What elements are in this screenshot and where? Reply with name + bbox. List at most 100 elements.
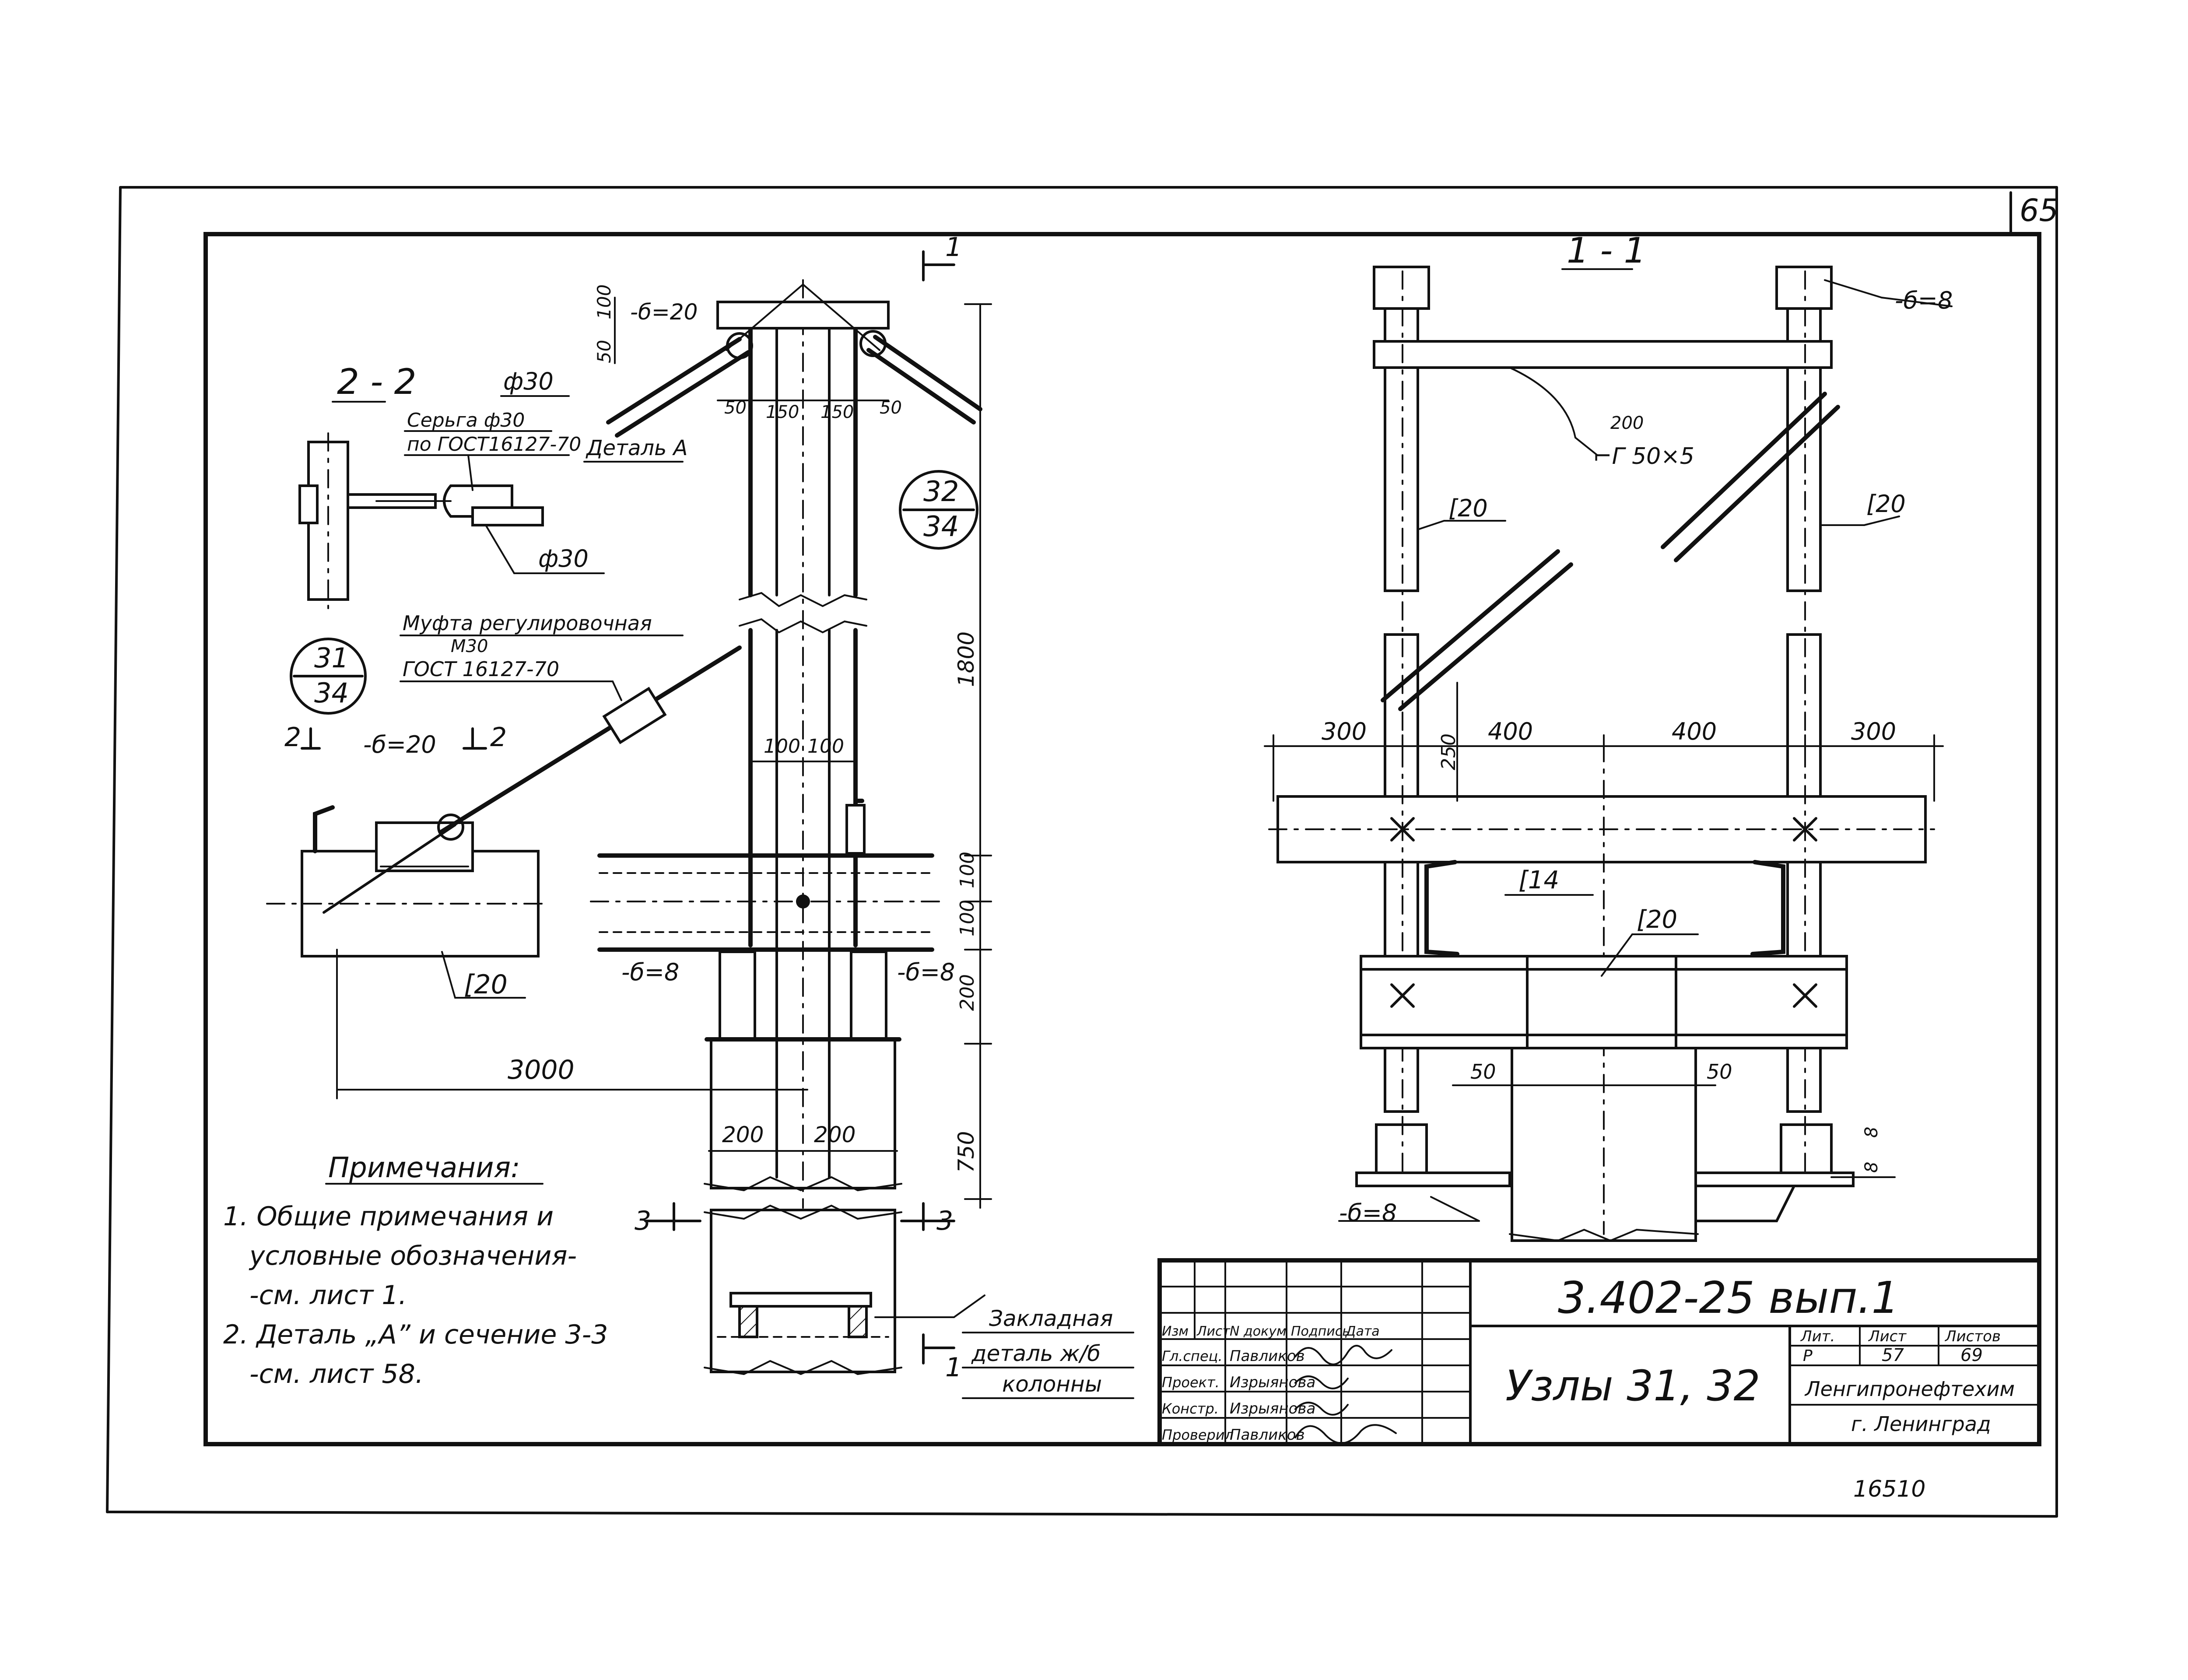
- stage-value: Р: [1803, 1347, 1813, 1365]
- role-1: Гл.спец.: [1162, 1348, 1223, 1364]
- sheet-header: Лист: [1868, 1328, 1907, 1345]
- name-4: Павликов: [1230, 1426, 1305, 1444]
- dim-50-cap-right: 50: [880, 398, 902, 418]
- view-1-1-title: 1 - 1: [1567, 230, 1646, 271]
- v11-weld-8-a: 8: [1862, 1162, 1882, 1173]
- v11-dim-300-a: 300: [1322, 718, 1367, 745]
- note-2-line-2: -см. лист 58.: [249, 1359, 424, 1389]
- organization-line1: Ленгипронефтехим: [1804, 1377, 2015, 1401]
- main-elevation-labels: -б=20 2 2 -б=20 -б=8 -б=8 [20 3000 50 10…: [284, 232, 1134, 1399]
- v11-channel-14: [14: [1518, 866, 1559, 894]
- v11-dim-400-b: 400: [1672, 718, 1717, 745]
- dim-100-a: 100: [764, 735, 800, 758]
- role-4: Проверил: [1162, 1427, 1234, 1443]
- main-plate-20-top: -б=20: [630, 299, 698, 325]
- sheet-frame: [106, 186, 2058, 1518]
- dim-150-a: 150: [766, 402, 799, 422]
- col-header-izm: Изм: [1162, 1324, 1189, 1339]
- coupling-line1: Муфта регулировочная: [403, 611, 652, 635]
- v11-channel-20-mid: [20: [1637, 905, 1677, 934]
- coupling-line3: ГОСТ 16127-70: [403, 657, 559, 681]
- channel-20-left: [20: [464, 969, 508, 1000]
- archive-number: 16510: [1853, 1476, 1925, 1502]
- detail-a-ref: Деталь А: [586, 436, 687, 460]
- embedded-line1: Закладная: [989, 1306, 1113, 1331]
- dim-1800: 1800: [954, 631, 979, 687]
- section-3-left: 3: [635, 1206, 651, 1236]
- view-2-2-rod-dia-top: ф30: [503, 368, 554, 395]
- sheets-value: 69: [1960, 1345, 1983, 1365]
- coupling-label: Муфта регулировочная М30 ГОСТ 16127-70: [400, 611, 684, 701]
- node-31-top: 31: [314, 642, 349, 674]
- dim-200: 200: [956, 974, 978, 1011]
- dim-100-d: 100: [956, 900, 978, 936]
- dim-100-vert: 100: [593, 284, 615, 319]
- v11-dim-250: 250: [1438, 733, 1460, 770]
- node-32-marker: 32 34: [899, 470, 978, 550]
- drawing-name: Узлы 31, 32: [1505, 1361, 1760, 1410]
- node-31-marker: 31 34: [290, 638, 367, 715]
- v11-angle: ⌐Г 50×5: [1593, 443, 1694, 470]
- section-1-top: 1: [945, 232, 962, 263]
- v11-dim-300-b: 300: [1851, 718, 1896, 745]
- v11-angle-spacing: 200: [1610, 413, 1644, 433]
- name-1: Павликов: [1230, 1347, 1305, 1365]
- embedded-line2: деталь ж/б: [971, 1341, 1101, 1366]
- coupling-line2: М30: [451, 636, 488, 656]
- name-2: Изрыянова: [1230, 1374, 1315, 1391]
- section-1-bottom: 1: [945, 1352, 962, 1383]
- plate-8-right: -б=8: [897, 958, 955, 986]
- plate-8-left: -б=8: [621, 958, 679, 986]
- v11-dim-400-a: 400: [1488, 718, 1533, 745]
- view-2-2-rod-dia-bottom: ф30: [538, 545, 589, 572]
- node-32-top: 32: [923, 476, 959, 508]
- v11-channel-left: [20: [1448, 495, 1488, 522]
- note-1-line-2: условные обозначения-: [249, 1241, 577, 1271]
- view-2-2-earring-l2: по ГОСТ16127-70: [407, 433, 581, 456]
- dim-750: 750: [954, 1131, 979, 1173]
- dim-200-b: 200: [814, 1122, 856, 1147]
- note-1-line-1: 1. Общие примечания и: [223, 1201, 554, 1232]
- name-3: Изрыянова: [1230, 1400, 1315, 1417]
- v11-plate-8-top: -б=8: [1895, 287, 1953, 314]
- embedded-line3: колонны: [1002, 1371, 1102, 1397]
- notes-title: Примечания:: [328, 1152, 520, 1184]
- sheet-value: 57: [1882, 1345, 1904, 1365]
- section-3-right: 3: [936, 1206, 953, 1236]
- view-2-2-earring-l1: Серьга ф30: [407, 409, 525, 431]
- section-2-right: 2: [490, 722, 507, 753]
- signature-marks: [1294, 1345, 1397, 1444]
- col-header-sign: Подпись: [1291, 1324, 1350, 1339]
- v11-dim-50-b: 50: [1707, 1060, 1732, 1084]
- dim-50-cap-left: 50: [724, 398, 747, 418]
- dim-200-a: 200: [722, 1122, 764, 1147]
- stage-header: Лит.: [1800, 1328, 1835, 1345]
- page-number: 65: [2020, 193, 2058, 228]
- main-elevation: [266, 250, 992, 1375]
- view-1-1: 1 - 1: [1264, 230, 1953, 1242]
- section-2-left: 2: [284, 722, 301, 753]
- v11-dim-50-a: 50: [1470, 1060, 1496, 1084]
- col-header-list: Лист: [1196, 1324, 1231, 1339]
- notes-block: Примечания: 1. Общие примечания и условн…: [223, 1152, 608, 1389]
- note-1-line-3: -см. лист 1.: [249, 1280, 407, 1311]
- col-header-doc: N докум: [1230, 1324, 1287, 1339]
- v11-weld-8-b: 8: [1862, 1127, 1882, 1138]
- title-block: [1157, 1258, 2041, 1446]
- dim-150-b: 150: [820, 402, 854, 422]
- view-2-2: 2 - 2 ф30 Серьга ф30 по ГОСТ16127-70 ф30…: [298, 361, 687, 609]
- v11-plate-8-bottom: -б=8: [1339, 1199, 1397, 1227]
- node-32-bottom: 34: [923, 511, 959, 543]
- node-31-bottom: 34: [314, 677, 349, 709]
- v11-channel-right: [20: [1866, 490, 1906, 518]
- role-3: Констр.: [1162, 1400, 1219, 1417]
- organization-line2: г. Ленинград: [1851, 1412, 1991, 1436]
- view-2-2-title: 2 - 2: [337, 361, 417, 402]
- role-2: Проект.: [1162, 1374, 1220, 1391]
- dim-100-c: 100: [956, 852, 978, 888]
- plate-20-label: -б=20: [363, 731, 436, 758]
- note-2-line-1: 2. Деталь „А” и сечение 3-3: [223, 1319, 608, 1350]
- title-block-text: 3.402-25 вып.1 Узлы 31, 32 Изм Лист N до…: [1162, 1272, 2015, 1444]
- span-3000: 3000: [508, 1055, 575, 1085]
